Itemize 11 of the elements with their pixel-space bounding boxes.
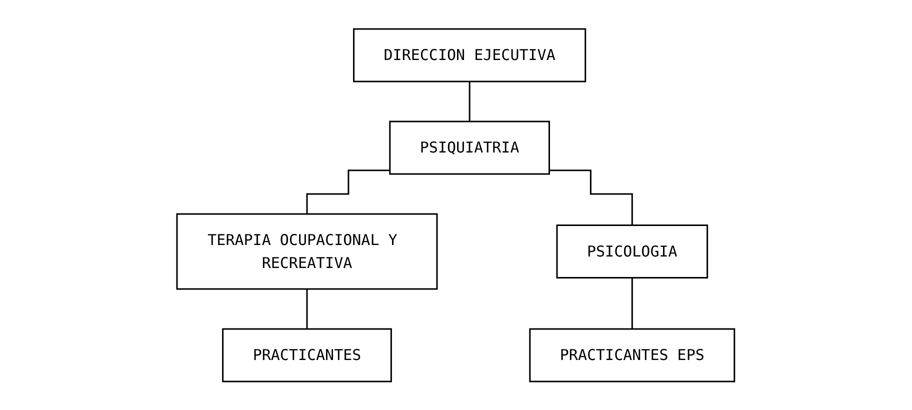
connector bbox=[306, 169, 390, 214]
connector bbox=[550, 169, 634, 226]
node-box: TERAPIA OCUPACIONAL Y RECREATIVA bbox=[176, 213, 438, 290]
node-box: PRACTICANTES bbox=[222, 328, 392, 382]
node-box: PSIQUIATRIA bbox=[389, 120, 550, 174]
node-box: PSICOLOGIA bbox=[556, 224, 708, 278]
connector bbox=[469, 80, 471, 122]
connector bbox=[306, 288, 308, 330]
node-box: DIRECCION EJECUTIVA bbox=[353, 28, 586, 82]
node-box: PRACTICANTES EPS bbox=[529, 328, 736, 382]
connector bbox=[632, 276, 634, 330]
